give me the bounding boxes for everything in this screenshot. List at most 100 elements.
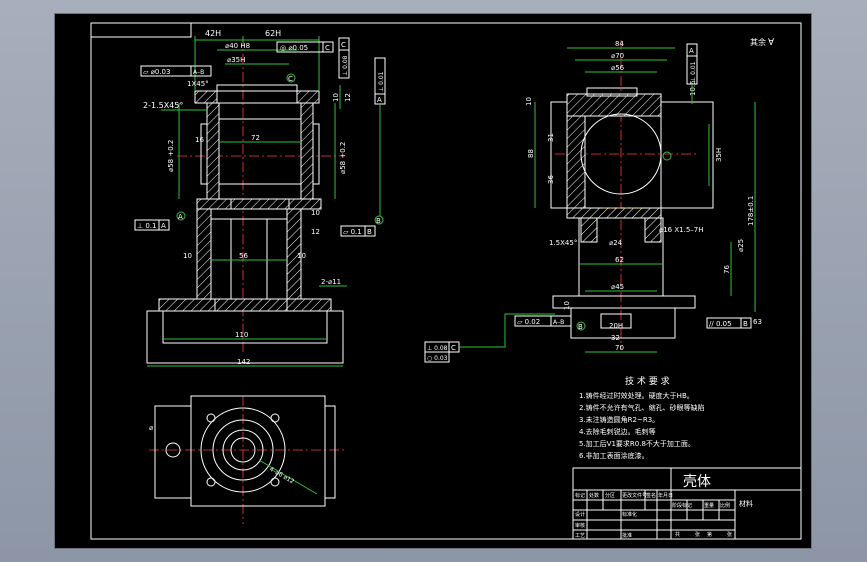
tb-d2: 批准 <box>622 532 632 539</box>
dim-side-76: 76 <box>723 265 731 274</box>
tb-stage: 阶段标记 <box>672 502 692 509</box>
dim-side-d24: ⌀24 <box>609 239 623 247</box>
tb-scale: 比例 <box>720 502 730 509</box>
tol-circ: ⊥ 0.08 <box>427 345 448 352</box>
dim-62h: 62H <box>265 29 281 38</box>
tb-sheet2: 张 <box>695 531 700 538</box>
label-b: B <box>376 217 381 225</box>
tol-vert2: ⊥ 0.01 <box>378 71 385 92</box>
dim-side-36: 36 <box>547 175 555 184</box>
tol-side-perp: // 0.05 <box>709 320 732 328</box>
dim-side-32: 32 <box>611 334 620 342</box>
dim-side-106: 10.6 <box>689 80 697 96</box>
front-section-view <box>146 36 345 364</box>
tb-a1: 标记 <box>575 492 585 499</box>
dim-side-84: 84 <box>615 40 624 48</box>
tb-sheet3: 第 <box>707 531 712 538</box>
tb-a5: 签名 <box>646 492 656 499</box>
label-c: C <box>288 75 293 83</box>
dim-10b: 10 <box>311 209 320 217</box>
label-side-b: B <box>578 323 583 331</box>
tol-flat-bottom-ref: B <box>367 228 372 236</box>
dim-chamfer2: 2-1.5X45° <box>143 101 183 110</box>
drawing-viewport[interactable]: 其余 ∀ <box>55 14 811 548</box>
dim-10d: 10 <box>297 252 306 260</box>
dim-56: 56 <box>239 252 248 260</box>
dim-72: 72 <box>251 134 260 142</box>
dim-side-d45: ⌀45 <box>611 283 624 291</box>
front-dimensions: 42H 62H ⌀40 H8 ◎ ⌀0.05 C ⌀35H ▱ ⌀0.03 A–… <box>134 29 386 367</box>
dim-10c: 10 <box>183 252 192 260</box>
side-dimensions: 84 ⌀70 ⌀56 10 10.6 88 31 36 35H 178±0.1 … <box>424 40 762 363</box>
tb-a2: 处数 <box>589 492 599 499</box>
dim-side-10b: 10 <box>563 301 571 310</box>
top-view: 4–⌀6 ⌀12 ⌀ <box>149 395 345 524</box>
roughness-note: 其余 <box>750 37 766 47</box>
dim-side-d25: ⌀25 <box>737 239 745 252</box>
tol-vert1: ⊥ 0.08 <box>342 55 349 76</box>
tol-perp-ref: A <box>161 222 166 230</box>
dim-side-178: 178±0.1 <box>747 196 755 226</box>
tol-pos-ref: C <box>325 44 330 52</box>
tb-a6: 年月日 <box>658 492 673 499</box>
dim-side-10: 10 <box>525 97 533 106</box>
dim-side-d70: ⌀70 <box>611 52 624 60</box>
tol-side-flat-ref: A–B <box>553 319 564 326</box>
dim-side-thread: ⌀16 X1.5–7H <box>659 226 704 234</box>
tb-weight: 重量 <box>704 502 714 509</box>
tb-sheet4: 张 <box>727 531 732 538</box>
dim-110: 110 <box>235 331 248 339</box>
tech-req-item-2: 2.铸件不允许有气孔、缩孔、砂眼等缺陷 <box>579 403 705 412</box>
tol-vert2-ref: A <box>377 96 382 104</box>
tol-side-perp-ref: B <box>743 320 748 328</box>
title-block-material: 材料 <box>739 499 753 508</box>
label-a: A <box>178 213 183 221</box>
dim-side-20h: 20H <box>609 322 623 330</box>
tol-side-flat: ▱ 0.02 <box>517 318 540 326</box>
tol-side-vert-ref: A <box>689 47 694 55</box>
roughness-symbol: ∀ <box>768 38 775 48</box>
tb-c1: 审核 <box>575 522 585 529</box>
dim-side-chamfer: 1.5X45° <box>549 239 577 247</box>
dim-12a: 12 <box>344 93 352 102</box>
tol-vert1-ref: C <box>341 41 346 49</box>
dim-side-35: 35H <box>715 148 723 162</box>
tb-sheet1: 共 <box>675 531 680 538</box>
tech-req-heading: 技 术 要 求 <box>625 375 670 387</box>
tb-b1: 设计 <box>575 511 585 518</box>
top-note: ⌀ <box>149 424 153 432</box>
dim-bolt: 2-⌀11 <box>321 278 341 286</box>
title-block: 壳体 材料 标记 处数 分区 更改文件号 签名 年月日 设计 标准化 审核 工艺… <box>572 467 802 540</box>
corner-tag-box <box>90 22 192 38</box>
dim-side-70: 70 <box>615 344 624 352</box>
tb-a3: 分区 <box>605 492 615 499</box>
tech-req-item-4: 4.去除毛刺锐边。毛刺等 <box>579 427 656 436</box>
tech-req-item-1: 1.铸件经过时效处理。硬度大于HB。 <box>579 391 694 400</box>
dim-d58-right: ⌀58 +0.2 <box>339 142 347 174</box>
tol-side-vert: ⊥ 0.01 <box>690 61 697 82</box>
tol-pos: ◎ ⌀0.05 <box>280 44 308 52</box>
dim-side-88: 88 <box>527 149 535 158</box>
dim-16: 16 <box>195 136 204 144</box>
dim-d40: ⌀40 H8 <box>225 42 250 50</box>
dim-d35: ⌀35H <box>227 56 245 64</box>
outer-border <box>90 22 802 540</box>
dim-12b: 12 <box>311 228 320 236</box>
dim-chamfer1: 1X45° <box>187 80 209 88</box>
side-section-view <box>550 40 714 350</box>
tech-req-item-5: 5.加工后V1要求R0.8不大于加工面。 <box>579 439 695 448</box>
dim-side-d56: ⌀56 <box>611 64 625 72</box>
dim-side-63: 63 <box>753 318 762 326</box>
tol-perp-bottom: ⊥ 0.1 <box>137 222 156 230</box>
technical-requirements: 技 术 要 求 1.铸件经过时效处理。硬度大于HB。 2.铸件不允许有气孔、缩孔… <box>579 375 705 460</box>
tech-req-item-3: 3.未注铸造圆角R2~R3。 <box>579 415 659 424</box>
tol-flat-bottom: ▱ 0.1 <box>343 228 362 236</box>
dim-d58-left: ⌀58 +0.2 <box>167 140 175 172</box>
top-bolt-note: 4–⌀6 ⌀12 <box>268 466 295 486</box>
dim-142: 142 <box>237 358 250 366</box>
dim-10a: 10 <box>332 93 340 102</box>
tb-b2: 标准化 <box>622 511 637 518</box>
engineering-drawing: 其余 ∀ <box>90 22 802 540</box>
dim-42h: 42H <box>205 29 221 38</box>
